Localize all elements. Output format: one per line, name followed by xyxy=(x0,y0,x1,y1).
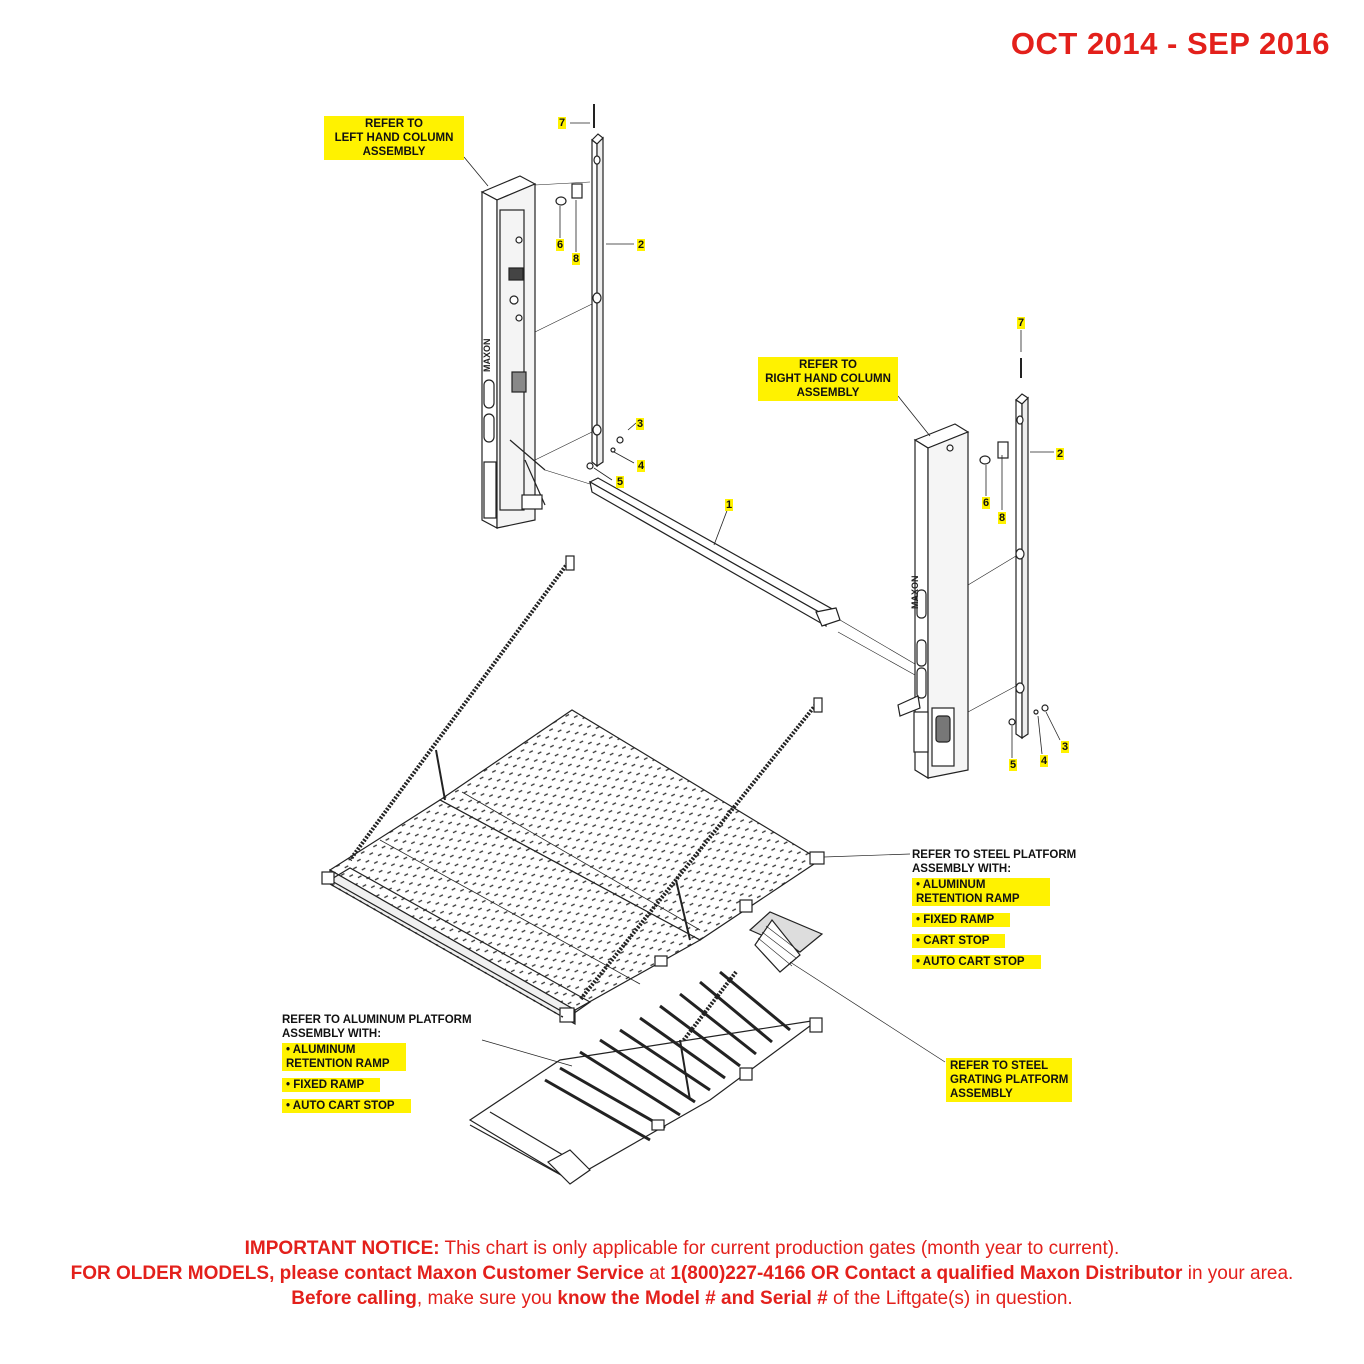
part-number-label: 4 xyxy=(637,460,646,472)
part-number-label: 6 xyxy=(982,497,991,509)
aluminum-platform xyxy=(468,970,823,1185)
platform-chains xyxy=(348,555,823,1177)
part-number-label: 8 xyxy=(998,512,1007,524)
column-logo: MAXON xyxy=(910,576,920,610)
part-number-label: 3 xyxy=(1061,741,1070,753)
left-mounting-bar xyxy=(555,104,624,470)
part-number-label: 6 xyxy=(556,239,565,251)
right-hand-column xyxy=(897,423,1017,780)
steel-platform xyxy=(321,709,911,1026)
date-range-title: OCT 2014 - SEP 2016 xyxy=(1010,26,1330,61)
part-number-label: 7 xyxy=(1017,317,1026,329)
right-column-callout: REFER TO RIGHT HAND COLUMN ASSEMBLY xyxy=(758,357,898,401)
part-number-label: 7 xyxy=(558,117,567,129)
steel-platform-note: REFER TO STEEL PLATFORM ASSEMBLY WITH: •… xyxy=(912,849,1077,969)
steel-grating-callout: REFER TO STEEL GRATING PLATFORM ASSEMBLY xyxy=(946,1058,1072,1102)
part-number-label: 8 xyxy=(572,253,581,265)
cross-tube xyxy=(544,469,916,676)
part-number-label: 1 xyxy=(725,499,734,511)
left-hand-column xyxy=(480,175,593,529)
part-number-label: 5 xyxy=(1009,759,1018,771)
part-number-label: 2 xyxy=(637,239,646,251)
column-logo-left: MAXON xyxy=(482,339,492,373)
part-number-label: 2 xyxy=(1056,448,1065,460)
leader-lines xyxy=(463,122,1061,758)
part-number-label: 5 xyxy=(616,476,625,488)
right-mounting-bar xyxy=(979,358,1049,740)
aluminum-platform-note: REFER TO ALUMINUM PLATFORM ASSEMBLY WITH… xyxy=(282,1014,472,1113)
steel-grating-platform xyxy=(748,911,946,1063)
left-column-callout: REFER TO LEFT HAND COLUMN ASSEMBLY xyxy=(324,116,464,160)
part-number-label: 4 xyxy=(1040,755,1049,767)
important-notice: IMPORTANT NOTICE: This chart is only app… xyxy=(70,1238,1294,1309)
part-number-label: 3 xyxy=(636,418,645,430)
